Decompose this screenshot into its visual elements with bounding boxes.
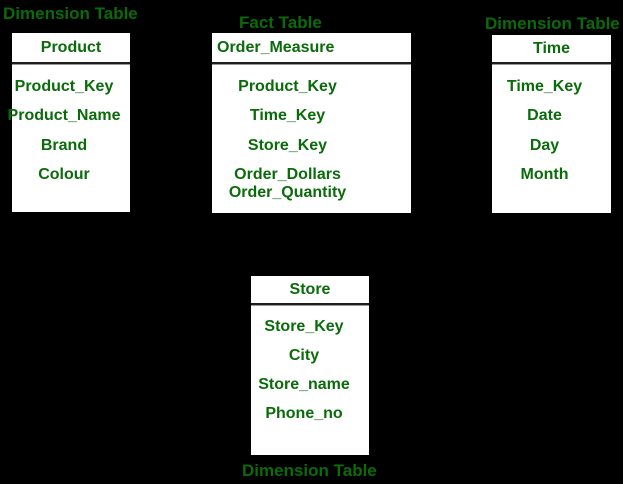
table-row: Date <box>527 107 562 125</box>
table-row: Time_Key <box>249 107 326 125</box>
table-row: Colour <box>38 166 90 184</box>
header-divider <box>492 62 611 64</box>
header-divider <box>12 62 130 64</box>
table-row: Product_Key <box>14 77 114 95</box>
table-header-order-measure: Order_Measure <box>217 38 335 56</box>
table-row: Brand <box>40 136 88 154</box>
label-dimension-table-top-left: Dimension Table <box>3 4 138 23</box>
table-row: Order_Quantity <box>228 183 347 201</box>
table-row: Product_Name <box>7 107 121 125</box>
table-row: Phone_no <box>265 404 343 422</box>
header-divider <box>212 62 411 64</box>
table-row: Order_Dollars <box>234 166 341 184</box>
table-row: Time_Key <box>506 77 583 95</box>
table-header-time: Time <box>532 39 571 57</box>
header-divider <box>251 303 369 305</box>
label-dimension-table-bottom: Dimension Table <box>242 461 377 480</box>
table-row: Day <box>529 136 560 154</box>
label-dimension-table-top-right: Dimension Table <box>485 14 620 33</box>
table-row: Store_Key <box>264 317 344 335</box>
table-row: Store_name <box>258 375 350 393</box>
table-row: City <box>288 346 320 364</box>
label-fact-table: Fact Table <box>239 13 322 32</box>
table-row: Store_Key <box>247 136 328 154</box>
table-header-store: Store <box>289 280 331 298</box>
table-header-product: Product <box>40 38 102 56</box>
table-row: Product_Key <box>238 77 337 95</box>
table-row: Month <box>520 166 569 184</box>
